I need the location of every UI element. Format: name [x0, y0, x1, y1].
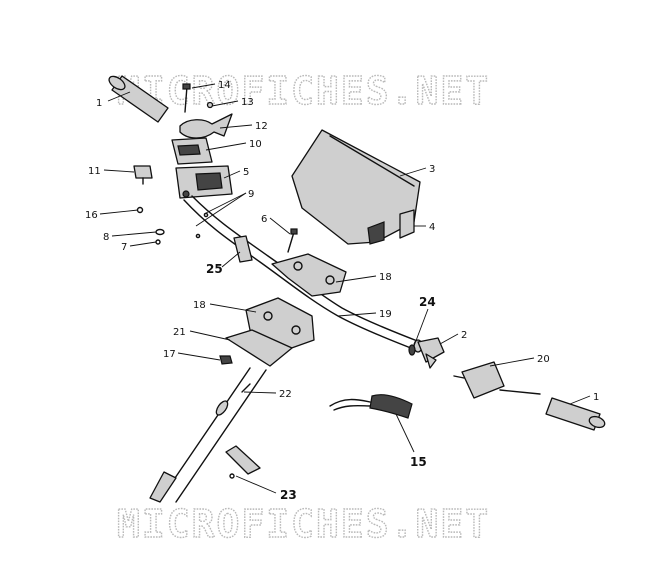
callout-24: 24 [419, 295, 436, 309]
watermark-top: MICROFICHES.NET [117, 69, 490, 113]
callout-22: 22 [279, 389, 292, 400]
callout-23: 23 [280, 488, 297, 502]
callout-14: 14 [218, 80, 231, 91]
callout-19: 19 [379, 309, 392, 320]
lower-plate-part [225, 329, 293, 367]
callout-13: 13 [241, 97, 254, 108]
brake-lever-part [179, 113, 233, 139]
callout-1-left-grip: 1 [96, 98, 102, 109]
throttle-assembly-part [408, 337, 445, 369]
callout-18-left: 18 [193, 300, 206, 311]
callout-10: 10 [249, 139, 262, 150]
steering-column-part [149, 367, 267, 503]
switch-part [133, 165, 153, 185]
callout-labels: 1 14 13 12 10 11 5 9 16 8 7 25 6 3 4 18 … [85, 80, 599, 502]
bolt-part [182, 83, 191, 113]
callout-8: 8 [103, 232, 109, 243]
callout-17: 17 [163, 349, 176, 360]
callout-15: 15 [410, 455, 427, 469]
callout-6: 6 [261, 214, 267, 225]
throttle-housing-part [453, 361, 541, 399]
callout-16: 16 [85, 210, 98, 221]
nut-part [219, 355, 233, 365]
cable-coil-part [329, 394, 413, 419]
lever-bracket-part [171, 137, 213, 165]
screw-part [206, 101, 214, 109]
small-hardware [136, 206, 209, 245]
watermark-bottom: MICROFICHES.NET [117, 502, 490, 546]
callout-12: 12 [255, 121, 268, 132]
callout-21: 21 [173, 327, 186, 338]
leader-lines [99, 83, 591, 494]
right-grip-part [545, 397, 606, 431]
bracket-bolt-part [287, 228, 298, 253]
callout-18-right: 18 [379, 272, 392, 283]
clamp-block-part [175, 165, 233, 199]
callout-5: 5 [243, 167, 249, 178]
callout-3: 3 [429, 164, 435, 175]
callout-7: 7 [121, 242, 127, 253]
left-grip-part [108, 75, 169, 123]
upper-clamp-right-part [271, 253, 347, 297]
grip-tube-part [225, 445, 261, 479]
callout-11: 11 [88, 166, 101, 177]
callout-20: 20 [537, 354, 550, 365]
callout-25: 25 [206, 262, 223, 276]
callout-9: 9 [248, 189, 254, 200]
callout-4: 4 [429, 222, 435, 233]
instrument-housing-part [291, 129, 421, 245]
callout-1-right-grip: 1 [593, 392, 599, 403]
callout-2: 2 [461, 330, 467, 341]
